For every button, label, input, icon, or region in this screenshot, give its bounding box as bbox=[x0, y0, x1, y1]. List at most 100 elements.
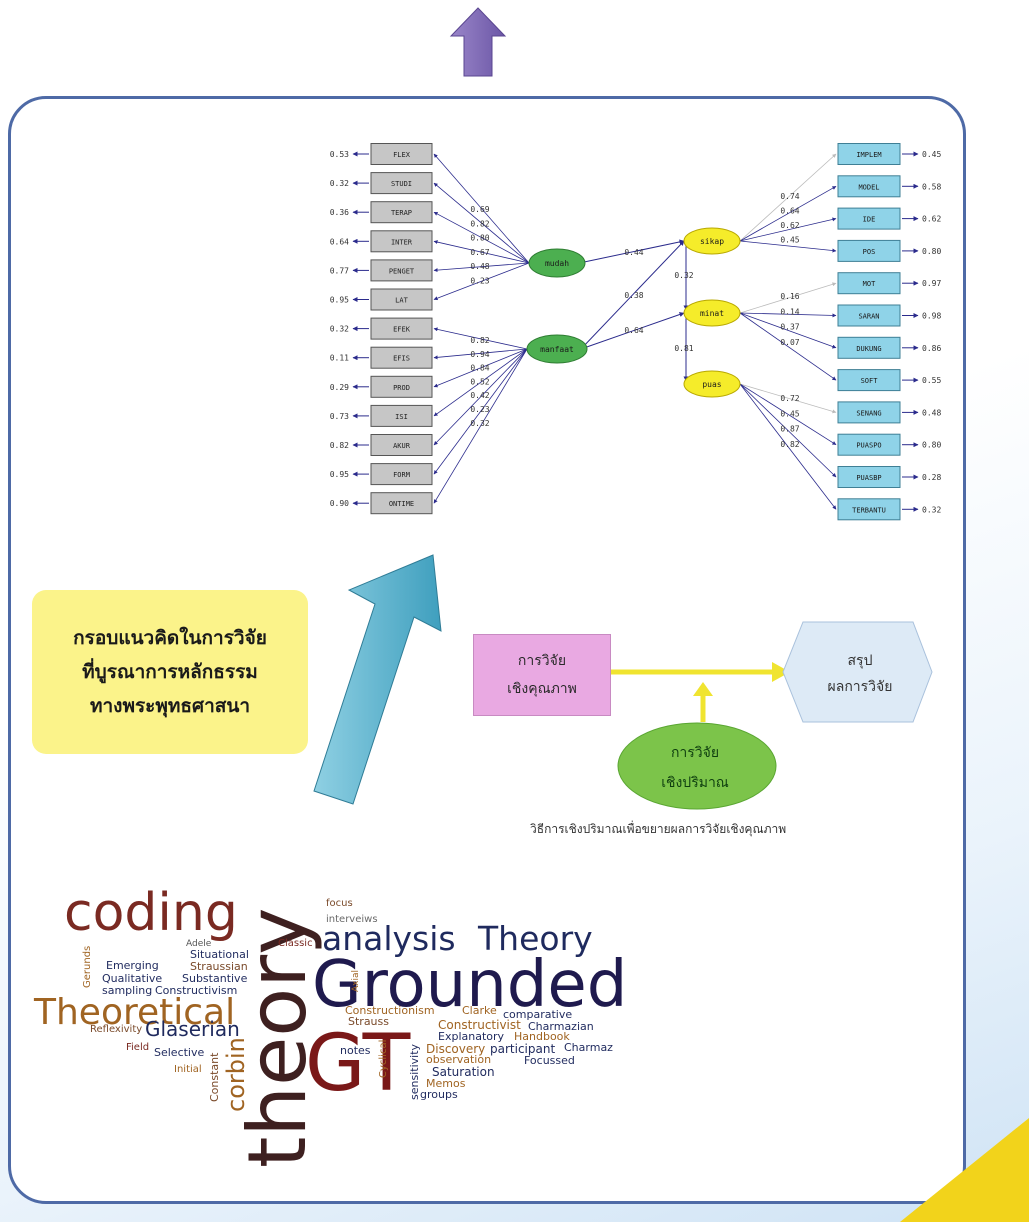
qualitative-research-text: การวิจัย เชิงคุณภาพ bbox=[507, 653, 577, 697]
right-indicator-saran-error: 0.98 bbox=[922, 312, 941, 321]
minat-loading-value: 0.07 bbox=[780, 338, 799, 347]
mudah-loading-arrow bbox=[433, 262, 530, 301]
word-cloud-word: Memos bbox=[426, 1077, 466, 1090]
mudah-loading-arrow bbox=[433, 262, 530, 273]
word-cloud-word: Saturation bbox=[432, 1065, 495, 1079]
path-value-mudah-sikap: 0.44 bbox=[624, 248, 643, 257]
minat-loading-arrow bbox=[739, 282, 837, 314]
right-indicator-model-label: MODEL bbox=[858, 183, 879, 191]
manfaat-loading-value: 0.52 bbox=[470, 377, 489, 386]
path-mudah-sikap bbox=[579, 239, 685, 264]
left-indicator-terap-error: 0.36 bbox=[330, 208, 349, 217]
left-indicator-akur-box bbox=[370, 434, 433, 456]
word-cloud-word: analysis bbox=[322, 919, 456, 958]
right-indicator-soft-box bbox=[837, 369, 901, 392]
latent-manfaat-label: manfaat bbox=[540, 345, 574, 354]
sikap-loading-value: 0.62 bbox=[780, 221, 799, 230]
puas-loading-arrow bbox=[739, 383, 837, 510]
left-indicator-terap-label: TERAP bbox=[391, 209, 412, 217]
manfaat-loading-value: 0.23 bbox=[470, 405, 489, 414]
right-indicator-soft-label: SOFT bbox=[861, 377, 879, 385]
word-cloud-word: Adele bbox=[186, 939, 212, 949]
left-indicator-efek-label: EFEK bbox=[393, 326, 411, 334]
word-cloud-word: Discovery bbox=[426, 1042, 485, 1056]
left-indicator-terap-box bbox=[370, 201, 433, 224]
left-indicator-penget-label: PENGET bbox=[389, 267, 415, 275]
left-indicator-efek-error: 0.32 bbox=[330, 325, 349, 334]
left-indicator-penget-error: 0.77 bbox=[330, 266, 349, 275]
word-cloud-word: Theory bbox=[477, 919, 593, 958]
sem-path-diagram: FLEX0.53STUDI0.32TERAP0.36INTER0.64PENGE… bbox=[330, 143, 941, 521]
left-indicator-efis-label: EFIS bbox=[393, 355, 410, 363]
right-indicator-implem-box bbox=[837, 143, 901, 165]
word-cloud-word: interveiws bbox=[326, 914, 378, 925]
method-caption: วิธีการเชิงปริมาณเพื่อขยายผลการวิจัยเชิง… bbox=[530, 822, 787, 836]
right-indicator-pos-box bbox=[837, 239, 901, 262]
puas-loading-value: 0.45 bbox=[780, 409, 799, 418]
path-value-manfaat-sikap: 0.38 bbox=[624, 291, 643, 300]
right-indicator-terbantu-box bbox=[837, 498, 901, 521]
word-cloud-word: Gerunds bbox=[82, 946, 93, 988]
path-manfaat-sikap bbox=[580, 240, 685, 350]
latent-sikap bbox=[683, 227, 741, 255]
sikap-loading-arrow bbox=[739, 185, 837, 242]
word-cloud-word: Constructionism bbox=[345, 1004, 435, 1017]
left-indicator-efis-error: 0.11 bbox=[330, 354, 349, 363]
word-cloud-word: observation bbox=[426, 1053, 491, 1066]
word-cloud-word: Glaserian bbox=[145, 1017, 240, 1041]
word-cloud-word: Qualitative bbox=[102, 972, 162, 985]
sikap-loading-value: 0.74 bbox=[780, 192, 799, 201]
right-indicator-dukung-box bbox=[837, 336, 901, 359]
latent-minat-label: minat bbox=[700, 309, 724, 318]
left-indicator-lat-error: 0.95 bbox=[330, 296, 349, 305]
path-value-sikap-minat: 0.32 bbox=[674, 271, 693, 280]
word-cloud-word: theory bbox=[231, 908, 324, 1168]
left-indicator-inter-box bbox=[370, 230, 433, 253]
latent-puas bbox=[683, 370, 741, 398]
minat-loading-arrow bbox=[739, 312, 837, 381]
word-cloud-word: Cyclical bbox=[378, 1040, 389, 1078]
left-indicator-flex-error: 0.53 bbox=[330, 150, 349, 159]
left-indicator-inter-label: INTER bbox=[391, 238, 413, 246]
word-cloud-word: Constant bbox=[208, 1052, 221, 1102]
top-up-arrow bbox=[449, 7, 507, 77]
right-indicator-model-box bbox=[837, 175, 901, 198]
left-indicator-lat-label: LAT bbox=[395, 297, 408, 305]
left-indicator-isi-error: 0.73 bbox=[330, 412, 349, 421]
left-indicator-lat-box bbox=[370, 288, 433, 311]
left-indicator-efek-box bbox=[370, 317, 433, 340]
mudah-loading-arrow bbox=[433, 153, 530, 264]
word-cloud-word: Constructivist bbox=[438, 1018, 521, 1032]
mudah-loading-value: 0.23 bbox=[470, 277, 489, 286]
path-value-minat-puas: 0.81 bbox=[674, 344, 693, 353]
manfaat-loading-value: 0.42 bbox=[470, 391, 489, 400]
right-indicator-dukung-label: DUKUNG bbox=[856, 345, 881, 353]
word-cloud-word: Axial bbox=[351, 970, 361, 992]
quan-to-flow-arrowhead bbox=[693, 682, 713, 696]
word-cloud-word: participant bbox=[490, 1042, 555, 1056]
left-indicator-penget-box bbox=[370, 259, 433, 282]
minat-loading-arrow bbox=[739, 312, 837, 349]
right-indicator-ide-label: IDE bbox=[863, 216, 876, 224]
word-cloud-word: GT bbox=[305, 1019, 411, 1109]
manfaat-loading-arrow bbox=[433, 348, 528, 446]
left-indicator-form-error: 0.95 bbox=[330, 470, 349, 479]
concept-framework-box: กรอบแนวคิดในการวิจัย ที่บูรณาการหลักธรรม… bbox=[32, 590, 308, 754]
word-cloud-word: Focussed bbox=[524, 1054, 575, 1067]
sikap-loading-arrow bbox=[739, 240, 837, 253]
right-indicator-ide-error: 0.62 bbox=[922, 215, 941, 224]
manfaat-loading-value: 0.32 bbox=[470, 419, 489, 428]
right-indicator-pos-label: POS bbox=[863, 248, 876, 256]
word-cloud-word: Substantive bbox=[182, 972, 248, 985]
mudah-loading-arrow bbox=[433, 211, 530, 264]
left-indicator-akur-error: 0.82 bbox=[330, 441, 349, 450]
sikap-loading-arrow bbox=[739, 217, 837, 242]
right-indicator-soft-error: 0.55 bbox=[922, 376, 941, 385]
qual-to-summary-arrowhead bbox=[772, 662, 790, 682]
manfaat-loading-arrow bbox=[433, 348, 528, 360]
left-indicator-inter-error: 0.64 bbox=[330, 237, 349, 246]
word-cloud-word: focus bbox=[326, 898, 353, 909]
word-cloud-word: groups bbox=[420, 1088, 458, 1101]
right-indicator-puaspo-label: PUASPO bbox=[856, 442, 881, 450]
right-indicator-ide-box bbox=[837, 207, 901, 230]
